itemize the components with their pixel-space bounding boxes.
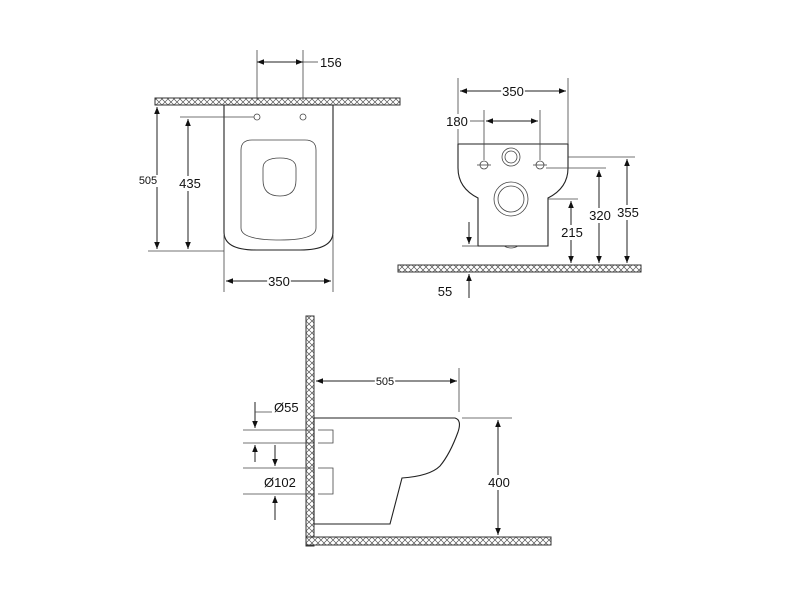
floor-hatch-side-view <box>305 536 552 546</box>
label-backing <box>267 274 291 289</box>
seat-lid-top <box>240 139 317 241</box>
bowl-outline-top <box>223 104 334 251</box>
dim-label-400: 400 <box>488 475 510 490</box>
wall-hatch-side-view <box>305 315 315 547</box>
dim-label-d55: Ø55 <box>274 400 299 415</box>
pipe-fitting-small <box>318 429 334 444</box>
label-backing <box>137 175 159 187</box>
dim-label-d102: Ø102 <box>264 475 296 490</box>
label-backing <box>436 284 454 299</box>
label-backing <box>616 205 640 220</box>
dim-label-350-top: 350 <box>268 274 290 289</box>
outlet-pipe-circle <box>493 181 529 217</box>
outlet-pipe-inner <box>497 185 525 213</box>
dim-label-435: 435 <box>179 176 201 191</box>
dim-label-505-top: 505 <box>139 175 157 187</box>
dim-label-505-side: 505 <box>376 376 394 388</box>
label-backing <box>560 225 584 240</box>
label-backing <box>588 208 612 223</box>
hinge-hole-right <box>299 113 307 121</box>
top-view: 156 505 435 350 <box>137 50 401 292</box>
dim-label-355: 355 <box>617 205 639 220</box>
dim-label-156: 156 <box>320 55 342 70</box>
bowl-base-foot <box>503 245 519 249</box>
dim-label-350-front: 350 <box>502 84 524 99</box>
label-backing <box>445 114 469 129</box>
floor-hatch-front-view <box>397 264 642 273</box>
seat-opening-top <box>262 157 297 197</box>
label-backing <box>263 475 297 490</box>
label-backing <box>487 475 511 490</box>
side-view: 505 Ø55 Ø102 400 <box>243 315 552 547</box>
pipe-fitting-large <box>318 467 334 495</box>
front-view: 350 180 355 320 215 55 <box>397 78 642 299</box>
inlet-pipe-inner <box>504 150 518 164</box>
dim-label-215: 215 <box>561 225 583 240</box>
dim-label-320: 320 <box>589 208 611 223</box>
label-backing <box>374 376 396 388</box>
dim-label-180: 180 <box>446 114 468 129</box>
label-backing <box>178 176 202 191</box>
dim-label-55: 55 <box>438 284 452 299</box>
label-backing <box>501 84 525 99</box>
inlet-pipe-circle <box>501 147 521 167</box>
label-backing <box>319 55 343 70</box>
bowl-outline-front <box>457 143 569 247</box>
bowl-profile-side <box>313 417 461 525</box>
wall-hatch-top-view <box>154 97 401 106</box>
label-backing <box>273 400 300 415</box>
